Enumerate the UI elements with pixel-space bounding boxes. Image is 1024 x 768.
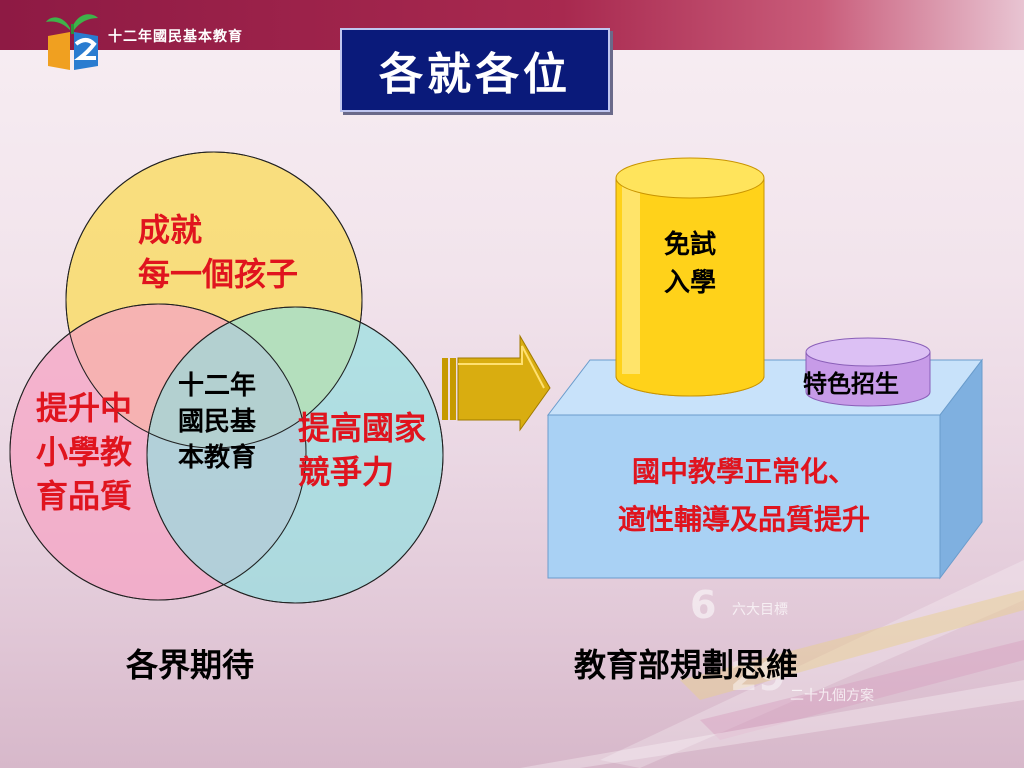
header-title: 十二年國民基本教育 (108, 29, 243, 45)
venn-left-line2: 小學教 (36, 433, 133, 471)
venn-right-text: 提高國家 競爭力 (298, 406, 426, 494)
slide-title: 各就各位 (379, 49, 571, 100)
book-sprout-logo-icon (46, 14, 98, 70)
box-line1: 國中教學正常化、 (631, 455, 856, 488)
venn-center-line2: 國民基 (178, 407, 257, 437)
venn-top-line2: 每一個孩子 (138, 255, 299, 293)
ministry-caption: 教育部規劃思維 (574, 646, 799, 684)
small-cylinder-label: 特色招生 (803, 369, 899, 398)
exam-free-cylinder (615, 157, 765, 397)
venn-left-line1: 提升中 (36, 389, 133, 427)
right-arrow-icon (442, 334, 551, 432)
venn-right-line1: 提高國家 (298, 409, 427, 447)
venn-right-line2: 競爭力 (298, 453, 395, 491)
venn-center-text: 十二年 國民基 本教育 (178, 368, 256, 476)
box-line2: 適性輔導及品質提升 (617, 503, 870, 536)
venn-center-line3: 本教育 (178, 443, 257, 473)
venn-left-line3: 育品質 (36, 477, 133, 515)
cylinder-line1: 免試 (663, 230, 716, 260)
cylinder-text: 免試 入學 (648, 226, 732, 302)
venn-caption: 各界期待 (126, 646, 255, 684)
box-text: 國中教學正常化、 適性輔導及品質提升 (548, 448, 940, 544)
svg-text:29: 29 (730, 654, 786, 700)
venn-top-line1: 成就 (138, 211, 203, 249)
cylinder-line2: 入學 (663, 268, 716, 298)
venn-center-line1: 十二年 (178, 371, 257, 401)
slide-title-box: 各就各位 (340, 28, 610, 112)
svg-text:6: 6 (690, 583, 716, 627)
watermark-goals: 六大目標 (732, 602, 788, 618)
watermark-plans: 二十九個方案 (790, 687, 874, 704)
special-admission-cylinder (805, 337, 931, 407)
venn-top-text: 成就 每一個孩子 (138, 208, 298, 296)
venn-left-text: 提升中 小學教 育品質 (36, 386, 132, 518)
